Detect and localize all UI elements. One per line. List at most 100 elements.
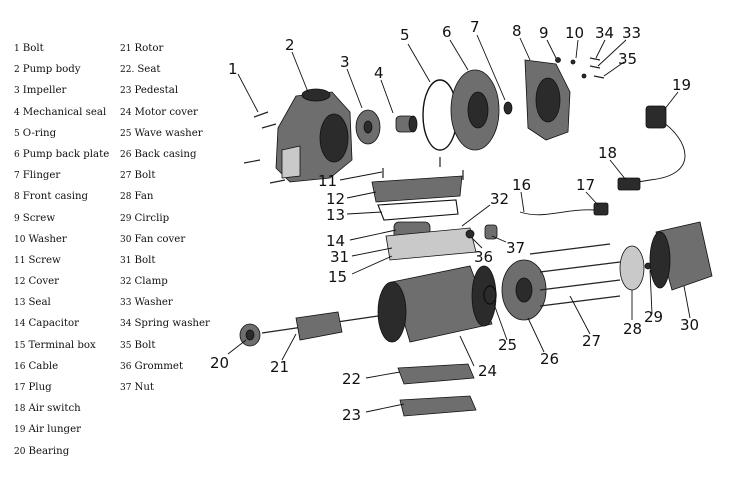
legend-label: Circlip: [134, 212, 170, 224]
callout-34: 34: [595, 24, 614, 42]
callout-labels: 1 2 3 4 5 6 7 8 9 10 34 33 35 19 18 11 1…: [210, 18, 699, 424]
legend-number: 35: [120, 340, 132, 351]
legend-number: 24: [120, 107, 132, 118]
legend-number: 32: [120, 277, 132, 288]
legend-number: 26: [120, 149, 132, 160]
legend-number: 16: [14, 361, 26, 372]
legend-label: Bolt: [134, 254, 156, 266]
legend-label: Flinger: [22, 170, 61, 182]
cable-and-plug-parts: [519, 202, 609, 216]
callout-26: 26: [540, 350, 559, 368]
pedestal-part: [399, 395, 477, 417]
legend-label: Bolt: [134, 170, 156, 182]
legend-number: 28: [120, 192, 132, 203]
legend-number: 34: [120, 319, 132, 330]
callout-37: 37: [506, 239, 525, 257]
legend-number: 6: [14, 149, 20, 160]
legend-label: Pedestal: [134, 85, 179, 97]
legend-label: Bearing: [28, 445, 70, 457]
legend-label: Fan: [134, 191, 154, 203]
callout-23: 23: [342, 406, 361, 424]
legend-number: 21: [120, 44, 132, 54]
legend-label: Bolt: [22, 43, 44, 54]
legend-label: Washer: [28, 233, 67, 245]
callout-29: 29: [644, 308, 663, 326]
bolt-parts-1: [243, 111, 286, 184]
callout-28: 28: [623, 320, 642, 338]
cover-and-seal-parts: [371, 157, 464, 221]
legend-label: Seal: [28, 297, 51, 309]
legend-label: Impeller: [22, 85, 67, 97]
fan-cover-part: [649, 221, 713, 291]
callout-18: 18: [598, 144, 617, 162]
legend-label: Grommet: [134, 360, 184, 372]
legend-number: 4: [14, 107, 20, 118]
legend-label: Air switch: [28, 403, 81, 415]
legend-label: Bolt: [134, 339, 156, 351]
callout-14: 14: [326, 232, 345, 250]
rotor-part: [261, 311, 379, 341]
callout-17: 17: [576, 176, 595, 194]
legend-label: Capacitor: [28, 318, 79, 330]
callout-13: 13: [326, 206, 345, 224]
long-bolt-parts-27: [529, 243, 621, 307]
callout-3: 3: [340, 53, 350, 71]
legend-label: Screw: [22, 212, 56, 224]
legend-number: 3: [14, 86, 20, 97]
legend-item: 22.Seat: [120, 59, 225, 80]
motor-cover-part: [377, 265, 497, 343]
legend-label: Motor cover: [134, 106, 198, 118]
legend-label: Cable: [28, 360, 59, 372]
legend-label: Clamp: [134, 276, 168, 288]
callout-6: 6: [442, 23, 452, 41]
callout-9: 9: [539, 24, 549, 42]
seat-part: [397, 363, 475, 385]
pump-back-plate-part: [450, 69, 500, 151]
callout-21: 21: [270, 358, 289, 376]
legend-number: 15: [14, 340, 26, 351]
legend-label: Front casing: [22, 191, 89, 203]
callout-5: 5: [400, 26, 410, 44]
callout-31: 31: [330, 248, 349, 266]
legend-label: Spring washer: [134, 318, 210, 330]
legend-number: 7: [14, 171, 20, 182]
callout-24: 24: [478, 362, 497, 380]
legend-number: 12: [14, 277, 26, 288]
legend-label: Air lunger: [28, 424, 81, 436]
legend-number: 36: [120, 361, 132, 372]
legend-number: 37: [120, 383, 132, 393]
legend-label: Fan cover: [134, 233, 186, 245]
legend-label: Wave washer: [134, 127, 203, 139]
legend-number: 30: [120, 234, 132, 245]
callout-32: 32: [490, 190, 509, 208]
legend-number: 14: [14, 319, 26, 330]
legend-label: Rotor: [134, 43, 164, 54]
legend-label: Back casing: [134, 148, 197, 160]
callout-19: 19: [672, 76, 691, 94]
legend-number: 25: [120, 128, 132, 139]
legend-label: Terminal box: [28, 339, 96, 351]
flinger-part: [503, 101, 513, 115]
mechanical-seal-part: [395, 115, 418, 133]
legend-number: 17: [14, 383, 26, 393]
callout-20: 20: [210, 354, 229, 372]
